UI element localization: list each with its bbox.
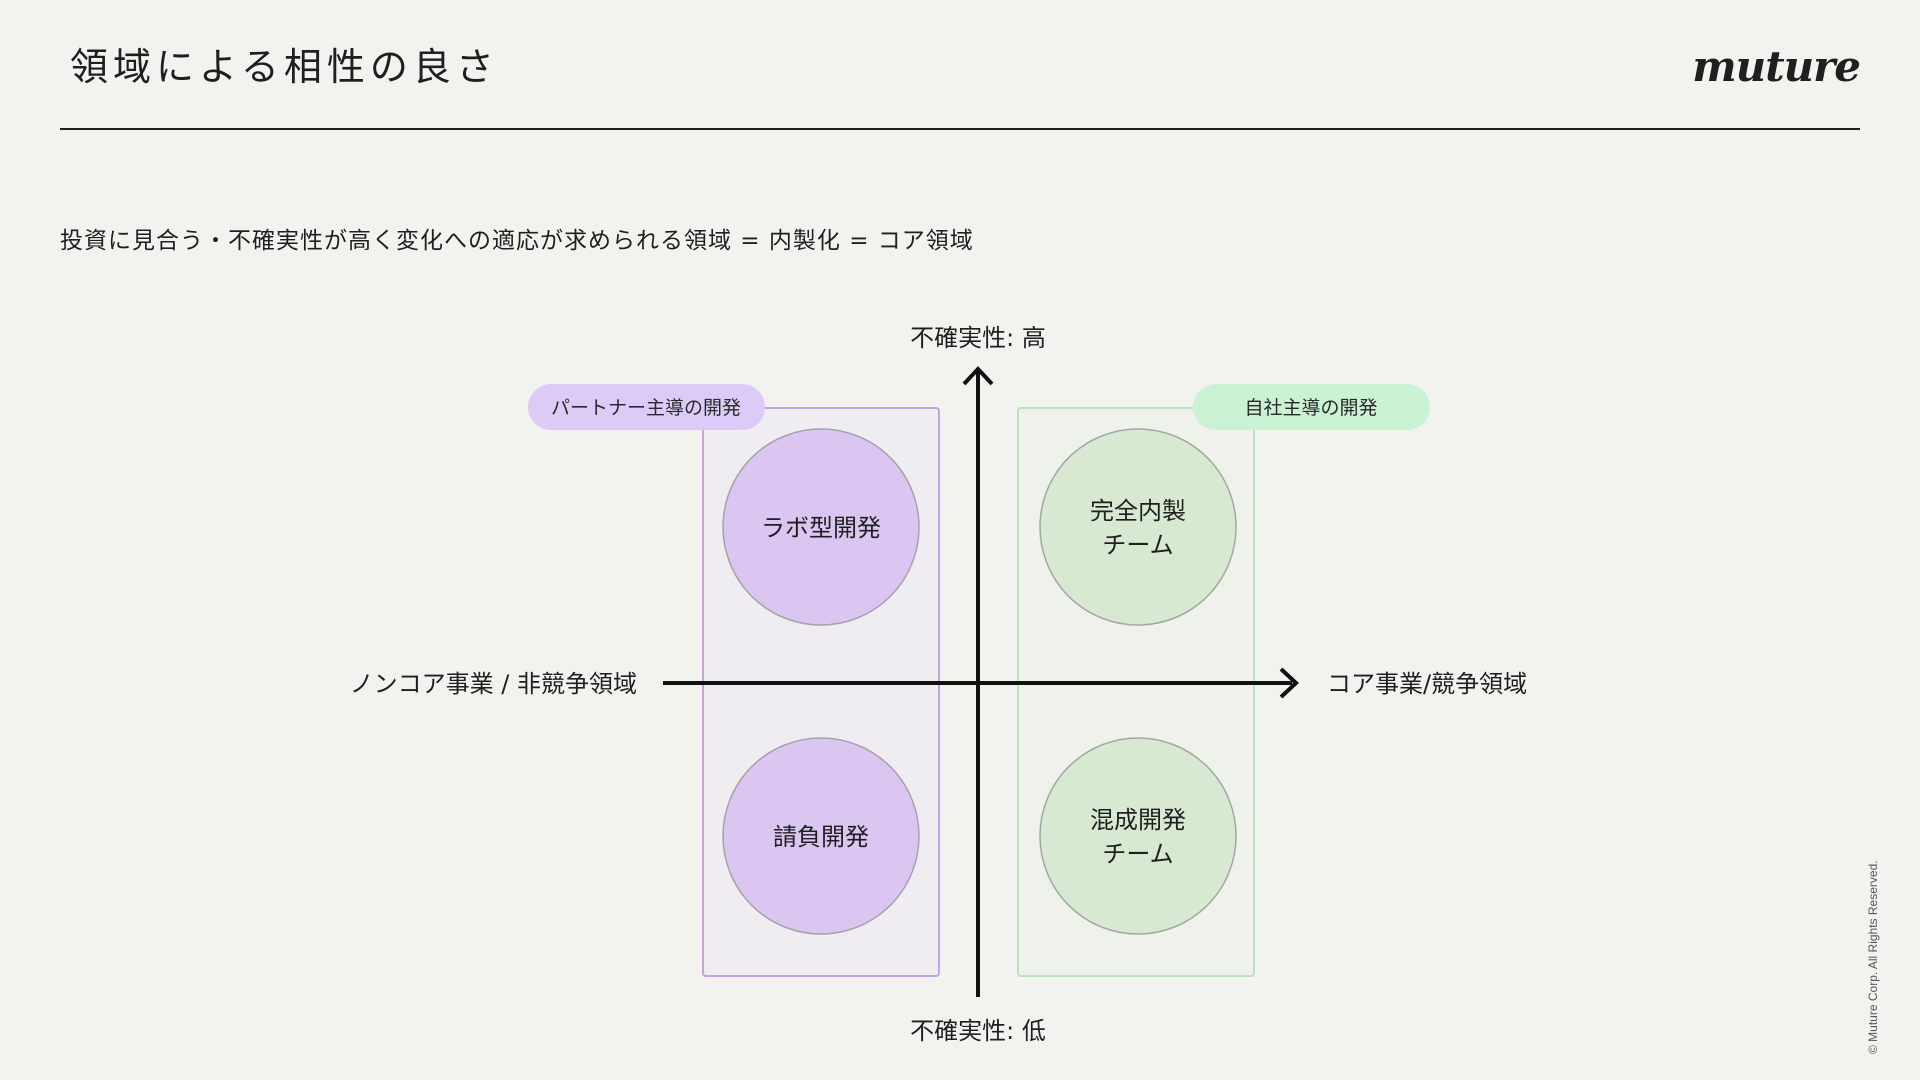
header-divider: [60, 128, 1860, 130]
inhouse-tag-label: 自社主導の開発: [1244, 397, 1377, 419]
axis-label-right: コア事業/競争領域: [1327, 670, 1527, 698]
lab-development-circle: [722, 428, 920, 626]
partner-tag-label: パートナー主導の開発: [551, 397, 741, 419]
contract-development-label: 請負開発: [773, 823, 869, 851]
partner-tag: [528, 384, 765, 430]
contract-development-circle: [722, 737, 920, 935]
company-logo: muture: [1692, 42, 1861, 91]
hybrid-team-circle: [1039, 737, 1237, 935]
horizontal-axis-arrowhead: [1279, 667, 1299, 699]
hybrid-team-label-line2: チーム: [1102, 840, 1173, 868]
hybrid-team-label-line1: 混成開発: [1090, 806, 1186, 834]
vertical-axis-arrowhead: [962, 366, 994, 386]
full-inhouse-team-label-line2: チーム: [1102, 531, 1173, 559]
inhouse-tag: [1193, 384, 1430, 430]
full-inhouse-team-label-line1: 完全内製: [1090, 497, 1186, 525]
lab-development-label: ラボ型開発: [761, 514, 881, 542]
full-inhouse-team-circle: [1039, 428, 1237, 626]
axis-label-top: 不確実性: 高: [910, 324, 1046, 352]
copyright-notice: © Muture Corp. All Rights Reserved.: [1866, 860, 1880, 1054]
axis-label-left: ノンコア事業 / 非競争領域: [350, 670, 637, 698]
page-title: 領域による相性の良さ: [70, 45, 499, 89]
page-subtitle: 投資に見合う・不確実性が高く変化への適応が求められる領域 = 内製化 = コア領…: [60, 228, 974, 254]
axis-label-bottom: 不確実性: 低: [910, 1017, 1046, 1045]
